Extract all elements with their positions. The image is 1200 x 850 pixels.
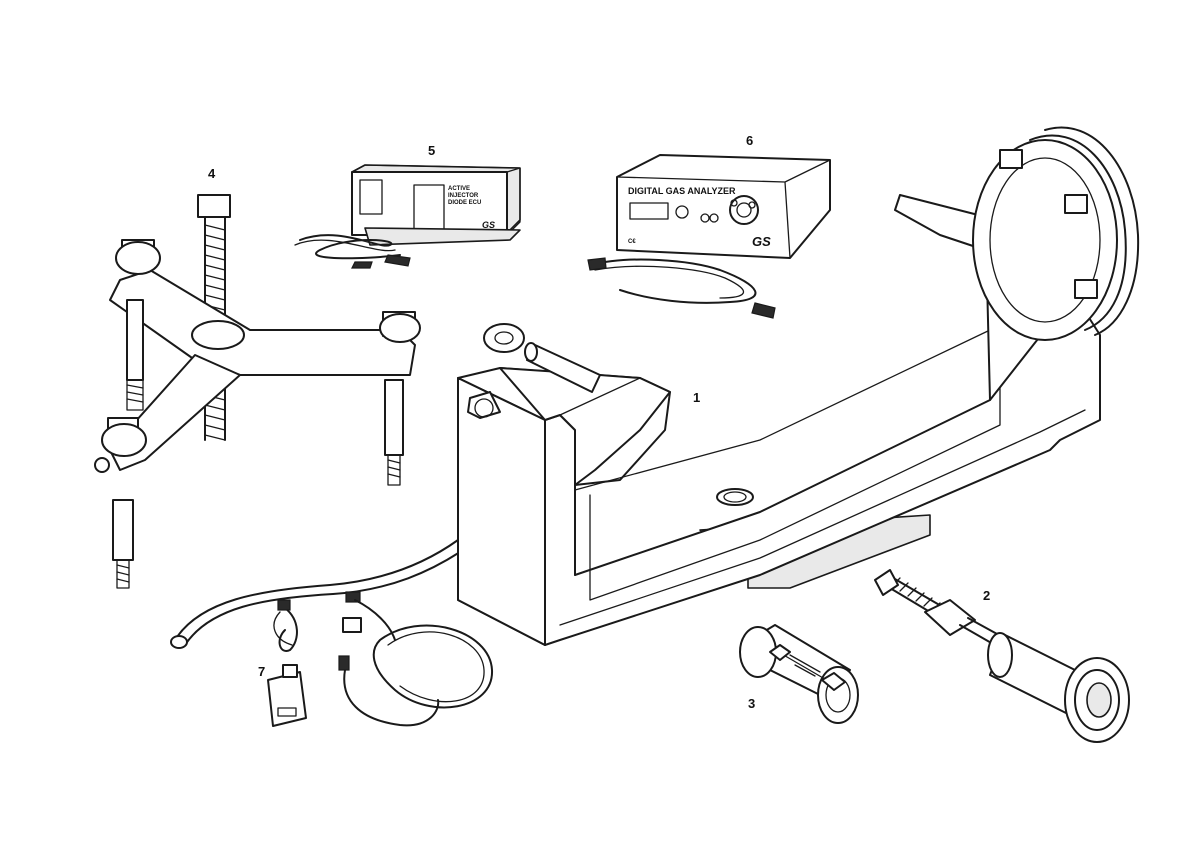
analyzer-body [616,154,831,259]
stand-left-post [457,377,546,646]
callout-2: 2 [983,588,990,603]
puller-arm-upper [109,269,416,376]
stand-flange [972,139,1118,341]
part-5-diagnostic-tester: ACTIVE INJECTOR DIODE ECU GS [294,164,521,269]
analyzer-display [629,202,669,220]
callout-4: 4 [208,166,216,181]
part-6-gas-analyzer: DIGITAL GAS ANALYZER C€ GS [587,154,831,319]
callout-3: 3 [748,696,755,711]
tester-clip [384,254,411,267]
puller-leg [126,299,144,381]
part-2-extractor [874,569,1130,743]
tester-label-2: INJECTOR [448,193,479,199]
callout-6: 6 [746,133,753,148]
tester-body [351,171,508,236]
callout-5: 5 [428,143,435,158]
tester-label-1: ACTIVE [448,186,470,192]
callout-7: 7 [258,664,265,679]
puller-bolt-head [197,194,231,218]
analyzer-brand: GS [752,234,771,249]
analyzer-title: DIGITAL GAS ANALYZER [628,186,736,196]
part-1-engine-stand [170,126,1140,649]
callout-1: 1 [693,390,700,405]
tester-label-3: DIODE ECU [448,200,481,206]
analyzer-ce: C€ [628,239,636,245]
part-3-sleeve-tool [739,624,859,724]
part-4-three-arm-puller [94,194,421,589]
harness-connector [277,599,291,611]
tester-brand: GS [482,220,495,230]
part-7-wiring-harness [267,591,494,727]
hose-line [174,539,459,641]
analyzer-clip [751,302,776,319]
harness-module [267,671,307,727]
extractor-bolt-head [874,569,899,596]
stand-nut [483,323,525,353]
